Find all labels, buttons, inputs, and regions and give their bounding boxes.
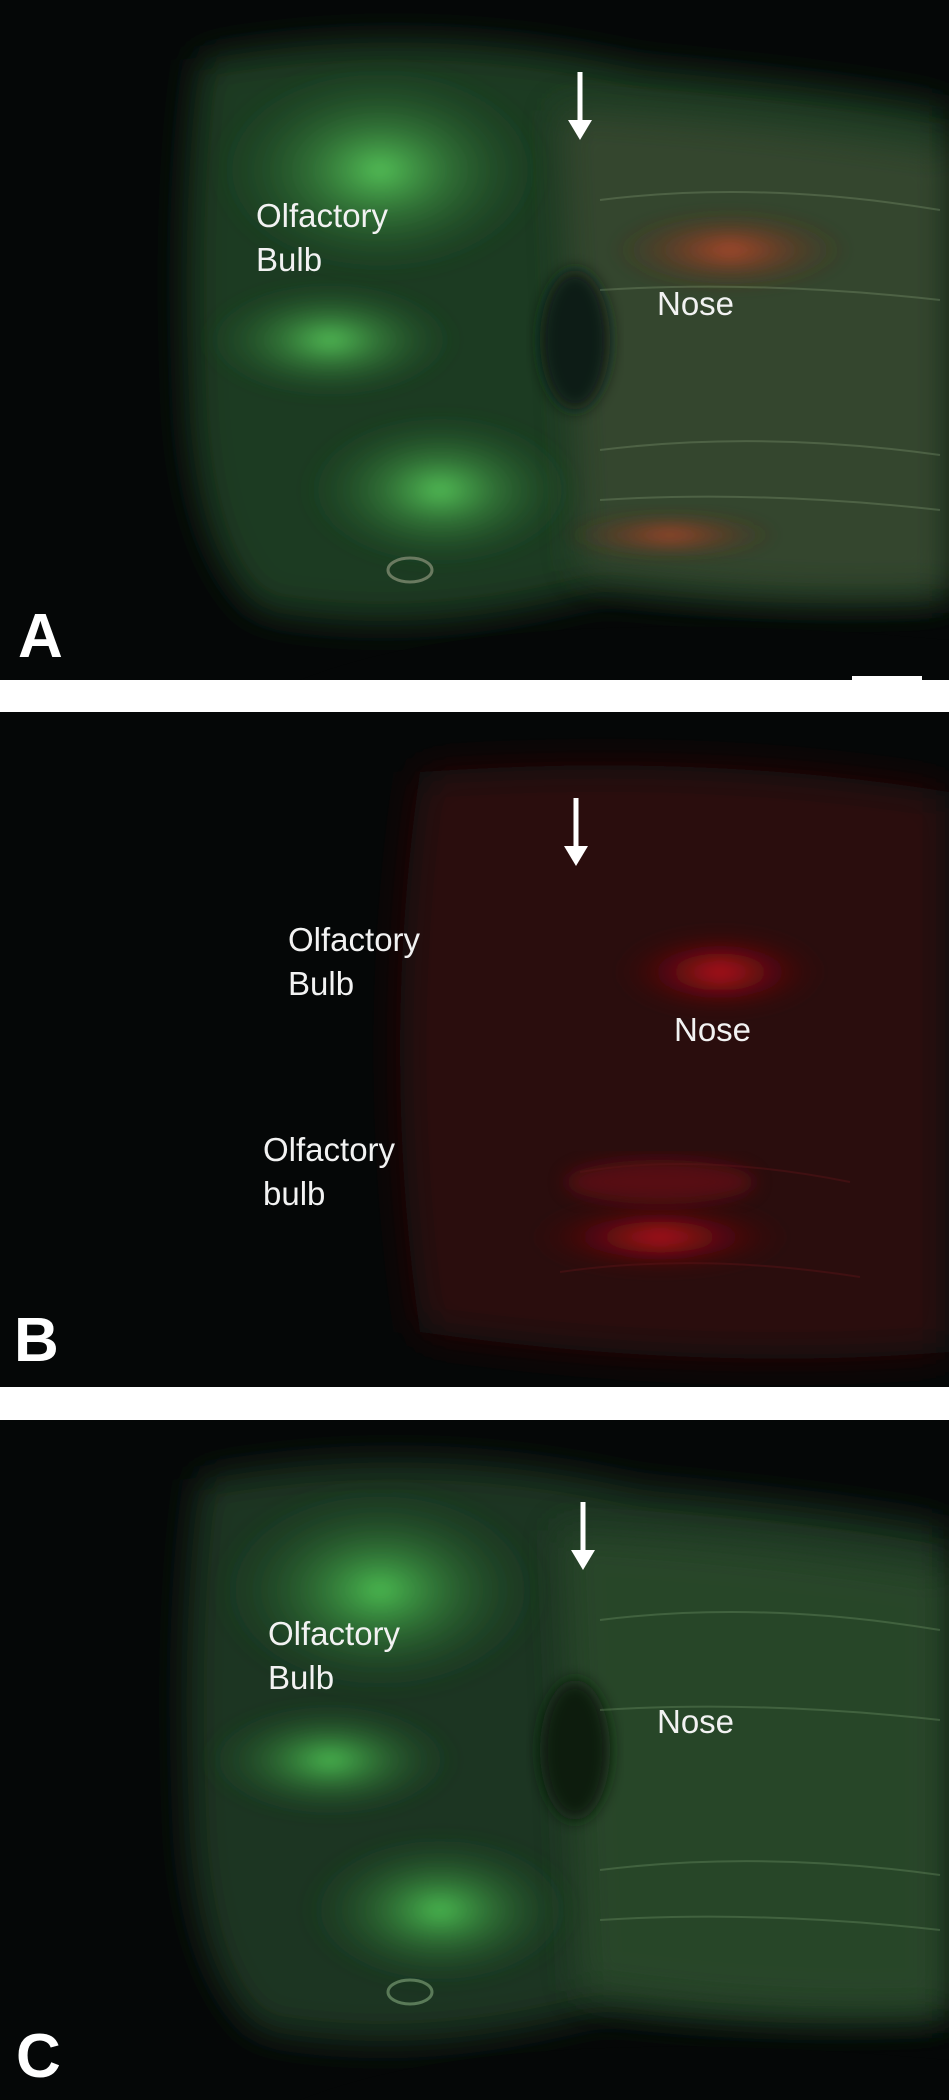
panel-b-olfactory-bulb-upper-label: Olfactory Bulb (288, 921, 421, 1002)
panel-c-letter: C (16, 2022, 61, 2091)
panel-c-olfactory-bulb-label: Olfactory Bulb (268, 1615, 401, 1696)
panel-a-nose-label: Nose (657, 285, 735, 322)
panel-a-arrow-icon (568, 72, 592, 140)
panel-b-olfactory-bulb-lower-label: Olfactory bulb (263, 1131, 396, 1212)
panel-a-image (0, 0, 949, 680)
panel-b-image (0, 712, 949, 1387)
panel-b-arrow-icon (564, 798, 588, 866)
scale-bar (852, 676, 922, 680)
panel-a-olfactory-bulb-label: Olfactory Bulb (256, 197, 389, 278)
panel-c-image (0, 1420, 949, 2100)
panel-b-letter: B (14, 1306, 59, 1375)
panel-b-nose-label: Nose (674, 1011, 752, 1048)
panel-c: Olfactory Bulb Nose C (0, 1420, 949, 2100)
panel-a-letter: A (18, 602, 63, 671)
panel-c-arrow-icon (571, 1502, 595, 1570)
panel-c-nose-label: Nose (657, 1703, 735, 1740)
panel-a: Olfactory Bulb Nose A (0, 0, 949, 680)
panel-b: Olfactory Bulb Nose Olfactory bulb B (0, 712, 949, 1387)
